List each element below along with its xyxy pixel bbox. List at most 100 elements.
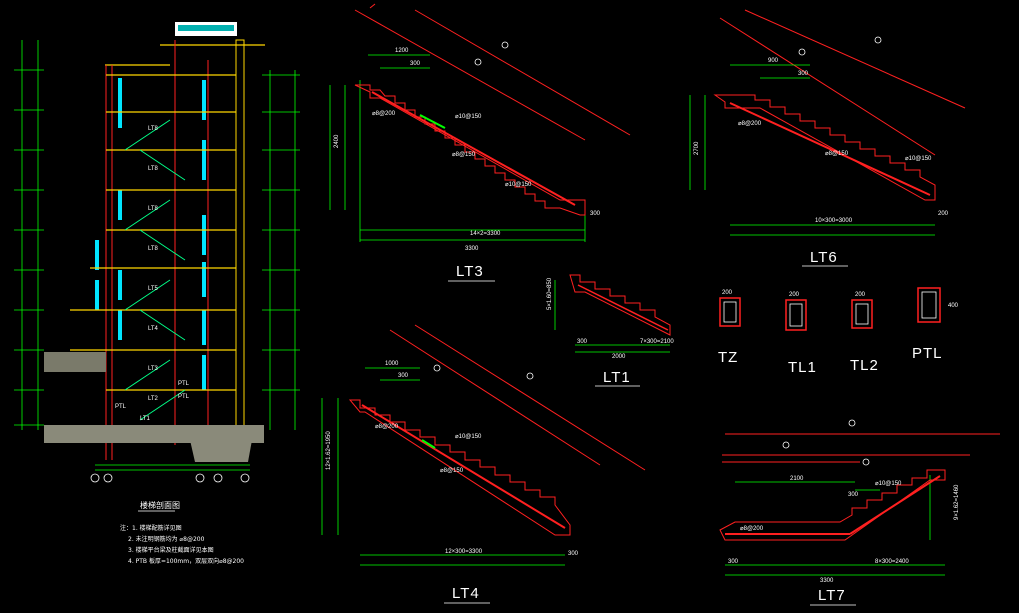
lt6-flight <box>713 94 936 201</box>
dim-text: 1000 <box>385 361 399 367</box>
dim-text: 2700 <box>694 141 700 155</box>
dim-text: 3300 <box>465 246 479 252</box>
note-line: 2. 未注明钢筋均为 ⌀8@200 <box>128 535 205 543</box>
dim-text: 3300 <box>820 578 834 584</box>
detail-label-lt6: LT6 <box>810 249 838 266</box>
dim-text: 300 <box>728 559 739 565</box>
dim-text: 400 <box>948 303 959 309</box>
dim-text: 200 <box>722 290 733 296</box>
roof-tank <box>178 25 234 31</box>
dim-text: 200 <box>855 292 866 298</box>
section-tl2: TL2 200 <box>850 292 879 374</box>
ground-platform <box>44 352 106 372</box>
dim-text: 12×1.62=1950 <box>326 431 332 470</box>
rebar-marker <box>501 41 509 49</box>
left-level-dimensions <box>14 40 44 430</box>
rebar-text: ⌀8@200 <box>375 424 399 430</box>
section-label-tl2: TL2 <box>850 357 879 374</box>
detail-label-lt3: LT3 <box>456 263 484 280</box>
rebar-text: ⌀10@150 <box>875 481 902 487</box>
dim-text: 2000 <box>612 354 626 360</box>
rebar-text: ⌀8@150 <box>825 151 849 157</box>
bottom-dimensions <box>95 464 250 471</box>
section-ptl: PTL 400 <box>912 287 959 362</box>
stair-label: LT4 <box>148 326 159 332</box>
dim-text: 300 <box>410 61 421 67</box>
dim-text: 7×300=2100 <box>640 339 674 345</box>
ground-soil <box>44 425 264 443</box>
dim-text: 300 <box>577 339 588 345</box>
note-line: 3. 楼梯平台梁及柱截面详见本图 <box>128 546 214 554</box>
ptl-label: PTL <box>115 404 127 410</box>
rebar-text: ⌀8@150 <box>452 152 476 158</box>
rebar-text: ⌀10@150 <box>505 182 532 188</box>
rebar-text: ⌀8@150 <box>440 468 464 474</box>
lt4-flight <box>348 399 571 536</box>
dim-text: 200 <box>938 211 949 217</box>
detail-label-lt4: LT4 <box>452 585 480 602</box>
member-sections: TZ 200 TL1 200 TL2 200 PTL 400 <box>718 287 959 376</box>
detail-lt7: 2100 300 ⌀8@200 ⌀10@150 8×300=2400 3300 … <box>719 419 1000 606</box>
dim-text: 300 <box>590 211 601 217</box>
lt1-flight <box>569 274 671 336</box>
building-section: LT8 LT8 LT8 LT8 LT5 LT4 LT3 LT2 LT1 PTL … <box>14 22 300 565</box>
detail-lt6: 900 300 ⌀8@200 ⌀10@150 ⌀8@150 10×300=300… <box>689 9 966 267</box>
section-tz: TZ 200 <box>718 290 741 366</box>
dim-text: 10×300=3000 <box>815 218 853 224</box>
rebar-marker <box>474 58 482 66</box>
glass-strips <box>95 78 206 390</box>
detail-lt3: 1200 300 ⌀8@200 ⌀10@150 ⌀8@150 ⌀10@150 1… <box>329 3 631 282</box>
dim-text: 300 <box>568 551 579 557</box>
stair-label: LT2 <box>148 396 159 402</box>
stair-label: LT8 <box>148 206 159 212</box>
detail-label-lt7: LT7 <box>818 587 846 604</box>
section-label-tl1: TL1 <box>788 359 817 376</box>
rebar-text: ⌀8@200 <box>738 121 762 127</box>
stair-label: LT1 <box>140 416 151 422</box>
stair-label: LT3 <box>148 366 159 372</box>
right-level-dimensions <box>262 70 300 430</box>
section-label-ptl: PTL <box>912 345 943 362</box>
stair-label: LT8 <box>148 246 159 252</box>
stair-label-group: LT8 LT8 LT8 LT8 LT5 LT4 LT3 LT2 LT1 PTL … <box>115 126 190 422</box>
floor-slabs <box>70 74 236 391</box>
section-title: 楼梯剖面图 <box>140 500 180 510</box>
rebar-text: ⌀8@200 <box>740 526 764 532</box>
lt3-flight <box>354 84 586 216</box>
stair-label: LT5 <box>148 286 159 292</box>
ptl-label: PTL <box>178 381 190 387</box>
axis-circles <box>90 473 250 483</box>
ptl-label: PTL <box>178 394 190 400</box>
rebar-text: ⌀8@200 <box>372 111 396 117</box>
dim-text: 300 <box>848 492 859 498</box>
dim-text: 12×300=3300 <box>445 549 483 555</box>
stair-label: LT8 <box>148 126 159 132</box>
stair-flights <box>124 119 186 421</box>
detail-lt4: 1000 300 ⌀8@200 ⌀10@150 ⌀8@150 12×300=33… <box>321 324 646 604</box>
note-line: 注：1. 楼梯配筋详见图 <box>120 524 182 532</box>
dim-text: 8×300=2400 <box>875 559 909 565</box>
dim-text: 900 <box>768 58 779 64</box>
rebar-text: ⌀10@150 <box>905 156 932 162</box>
detail-lt1: 7×300=2100 2000 5×1.60=850 300 LT1 <box>547 274 674 387</box>
dim-text: 5×1.60=850 <box>547 277 553 310</box>
notes-block: 注：1. 楼梯配筋详见图 2. 未注明钢筋均为 ⌀8@200 3. 楼梯平台梁及… <box>120 524 244 565</box>
right-wall <box>235 39 245 451</box>
note-line: 4. PTB 板厚=100mm，双层双向⌀8@200 <box>128 557 244 565</box>
dim-text: 300 <box>398 373 409 379</box>
dim-text: 300 <box>798 71 809 77</box>
dim-text: 2400 <box>334 134 340 148</box>
dim-text: 2100 <box>790 476 804 482</box>
section-label-tz: TZ <box>718 349 738 366</box>
foundation-pit <box>190 440 252 462</box>
section-tl1: TL1 200 <box>785 292 817 376</box>
dim-text: 9×1.62=1460 <box>954 484 960 520</box>
stair-label: LT8 <box>148 166 159 172</box>
detail-label-lt1: LT1 <box>603 369 631 386</box>
rebar-text: ⌀10@150 <box>455 434 482 440</box>
dim-text: 200 <box>789 292 800 298</box>
rebar-text: ⌀10@150 <box>455 114 482 120</box>
dim-text: 1200 <box>395 48 409 54</box>
dim-text: 14×2=3300 <box>470 231 501 237</box>
